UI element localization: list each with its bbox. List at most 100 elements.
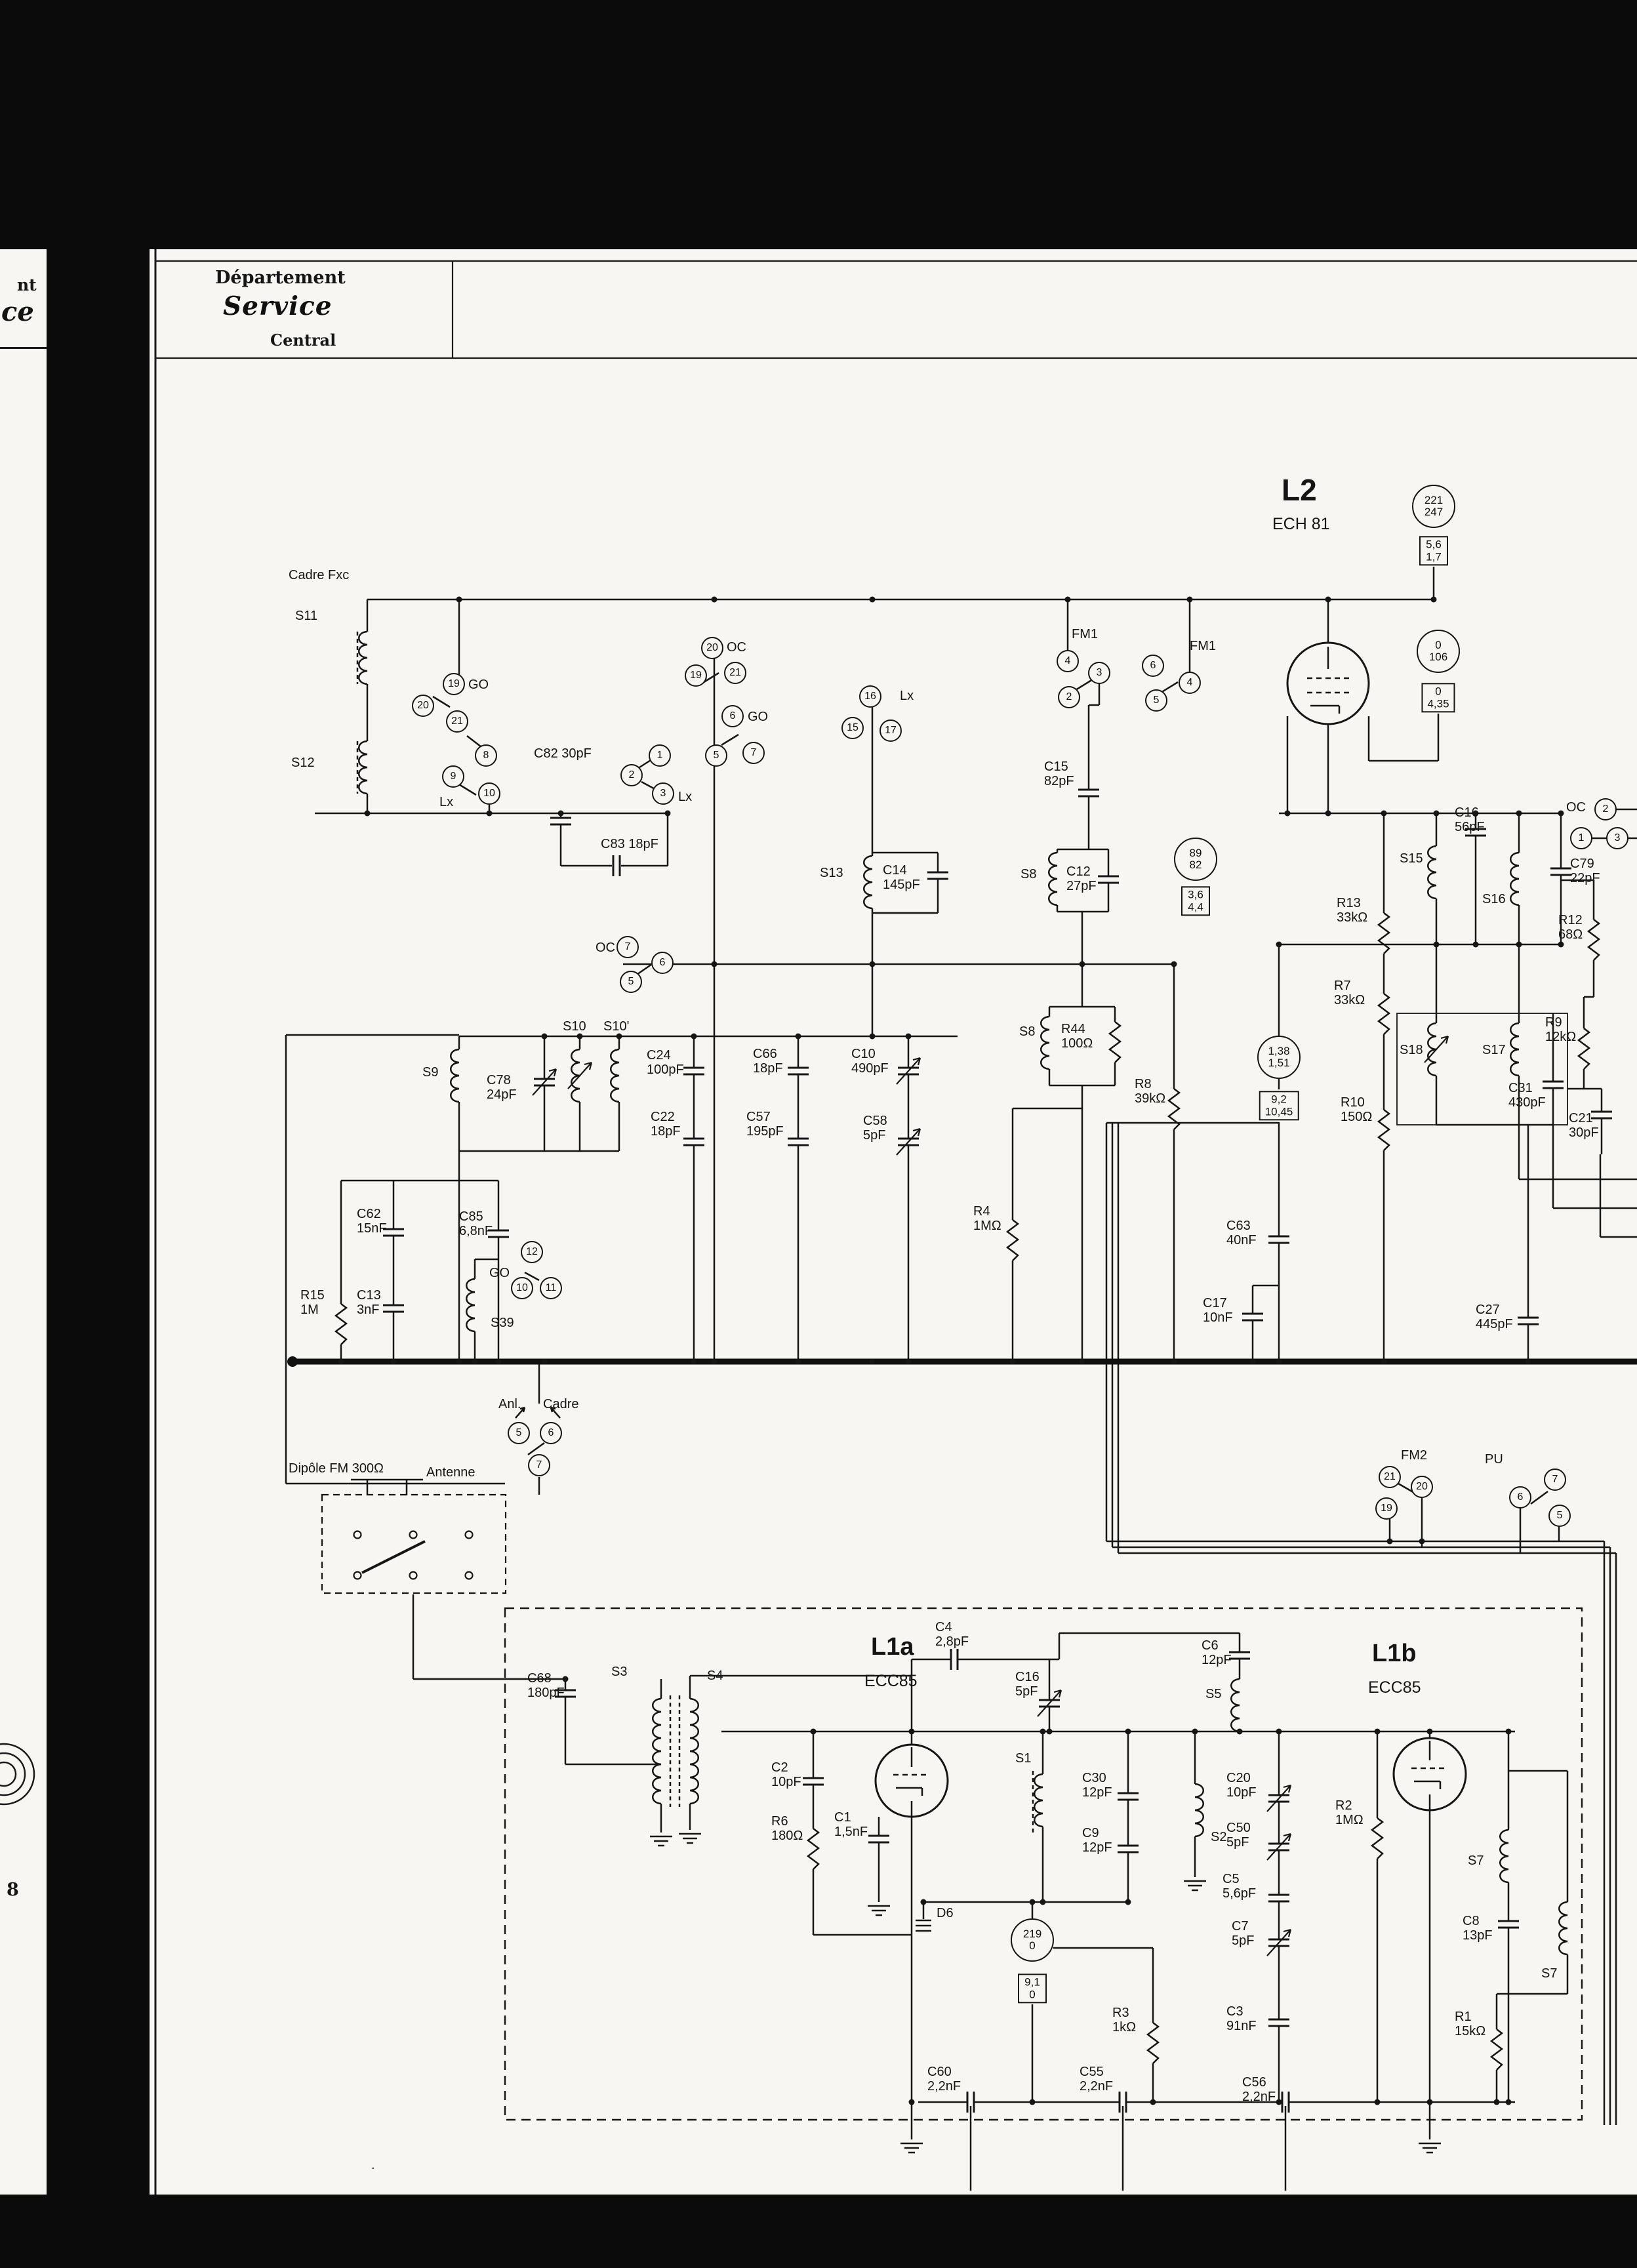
- fragment-text: ce: [1, 296, 34, 327]
- coil-S4: [689, 1750, 699, 1805]
- capacitor-C21: [1590, 1110, 1613, 1120]
- adjacent-page-fragment: nt ce 8: [0, 249, 47, 2195]
- wire-coilbank: [285, 1034, 910, 1485]
- resistor-R4: [1006, 1219, 1019, 1262]
- coil-S9: [450, 1048, 460, 1103]
- capacitor-C2: [801, 1777, 825, 1786]
- tubes: [874, 641, 1467, 1818]
- coil-S8b: [1040, 1015, 1051, 1070]
- fm-frontend-dashed-box: [504, 1607, 1583, 2121]
- wire-osc: [1011, 964, 1175, 1362]
- ground-icon: [899, 2142, 924, 2154]
- junction-dots: [338, 596, 1564, 2105]
- coil-S7a: [1499, 1829, 1510, 1884]
- boxes: [321, 1013, 1583, 2121]
- fragment-text: nt: [17, 275, 37, 294]
- coil-S2: [1194, 1783, 1204, 1838]
- fragment-text: 8: [7, 1880, 19, 1900]
- capacitor-C14: [926, 871, 950, 880]
- resistor-R9: [1577, 1027, 1590, 1070]
- schematic-sheet: [150, 249, 1637, 2195]
- capacitor-C83: [612, 854, 621, 878]
- capacitors: [382, 788, 1613, 2114]
- capacitor-C30: [1116, 1792, 1140, 1801]
- coil-cores: [356, 632, 1034, 1833]
- ground-icons: [649, 1833, 1442, 2154]
- capacitor-C82: [549, 817, 573, 826]
- capacitor-C68: [554, 1689, 577, 1698]
- capacitor-C6: [1228, 1651, 1251, 1660]
- coil-S10p: [610, 1048, 620, 1103]
- capacitor-C22: [682, 1137, 706, 1146]
- switch-blades: [432, 672, 1548, 1505]
- ground-icon: [1417, 2142, 1442, 2154]
- coil-S15: [1427, 845, 1438, 900]
- coil-S18: [1427, 1022, 1438, 1077]
- antenna-contacts: [353, 1530, 474, 1580]
- wire-left-section: [366, 599, 669, 866]
- coil-S12: [358, 740, 369, 795]
- ground-icon: [649, 1835, 674, 1847]
- tube-internals: [896, 647, 1442, 1817]
- coil-S3: [652, 1750, 662, 1805]
- wire-right-section: [1251, 567, 1637, 1362]
- ground-icon: [866, 1905, 891, 1916]
- bus-end-dot: [287, 1356, 298, 1367]
- coil-S5: [1230, 1678, 1241, 1733]
- fragment-coil-icon: [0, 1743, 35, 1806]
- coil-S39: [466, 1278, 476, 1333]
- capacitor-C62: [382, 1228, 405, 1237]
- capacitor-C12: [1097, 875, 1120, 884]
- resistor-R44: [1108, 1021, 1122, 1064]
- trimmer-arrows: [531, 1035, 1449, 1957]
- capacitor-C15: [1077, 788, 1101, 798]
- resistor-R12: [1587, 918, 1600, 962]
- wire-mid-section: [713, 599, 1191, 1362]
- coil-S17: [1510, 1022, 1520, 1077]
- wire-fm-box: [660, 1632, 1569, 2191]
- capacitor-C5: [1267, 1893, 1291, 1903]
- capacitor-C4: [950, 1648, 959, 1671]
- ground-icon: [677, 1833, 702, 1844]
- coils: [358, 630, 1569, 1956]
- coil-S3: [652, 1697, 662, 1752]
- fragment-rule: [0, 347, 47, 349]
- antenna-blade: [361, 1540, 426, 1574]
- capacitor-C24: [682, 1066, 706, 1076]
- wire-rails: [315, 598, 1515, 1733]
- capacitor-C13: [382, 1304, 405, 1313]
- resistor-R13: [1377, 912, 1390, 955]
- resistor-R6: [807, 1827, 820, 1871]
- capacitor-C57: [786, 1137, 810, 1146]
- coil-S11: [358, 630, 369, 685]
- capacitor-C31: [1541, 1080, 1565, 1089]
- resistors: [334, 912, 1600, 2071]
- capacitor-C16-56pF: [1464, 828, 1487, 837]
- capacitor-C79: [1549, 867, 1573, 876]
- ground-icon: [1182, 1880, 1207, 1892]
- resistor-R3: [1146, 2021, 1160, 2065]
- antenna-switch-box: [321, 1493, 507, 1594]
- resistor-R7: [1377, 992, 1390, 1036]
- capacitor-C1: [867, 1834, 891, 1844]
- coil-S8a: [1048, 851, 1059, 906]
- wire-below-bus: [351, 1122, 1617, 2125]
- if-can-box: [1396, 1013, 1568, 1125]
- coil-S10: [571, 1048, 581, 1103]
- coil-S13: [863, 855, 874, 910]
- resistor-R10: [1377, 1108, 1390, 1152]
- resistor-R2: [1371, 1817, 1384, 1860]
- wiring: [285, 567, 1637, 2191]
- page-frame: [154, 249, 1637, 2195]
- tube-L2: [1286, 641, 1370, 725]
- capacitor-C9: [1116, 1844, 1140, 1853]
- coil-S4: [689, 1697, 699, 1752]
- tube-L1a: [874, 1743, 949, 1818]
- coil-S1: [1034, 1773, 1044, 1828]
- capacitor-C66: [786, 1066, 810, 1076]
- coil-S16: [1510, 851, 1520, 906]
- capacitor-C8: [1497, 1920, 1520, 1929]
- capacitor-C3: [1267, 2018, 1291, 2027]
